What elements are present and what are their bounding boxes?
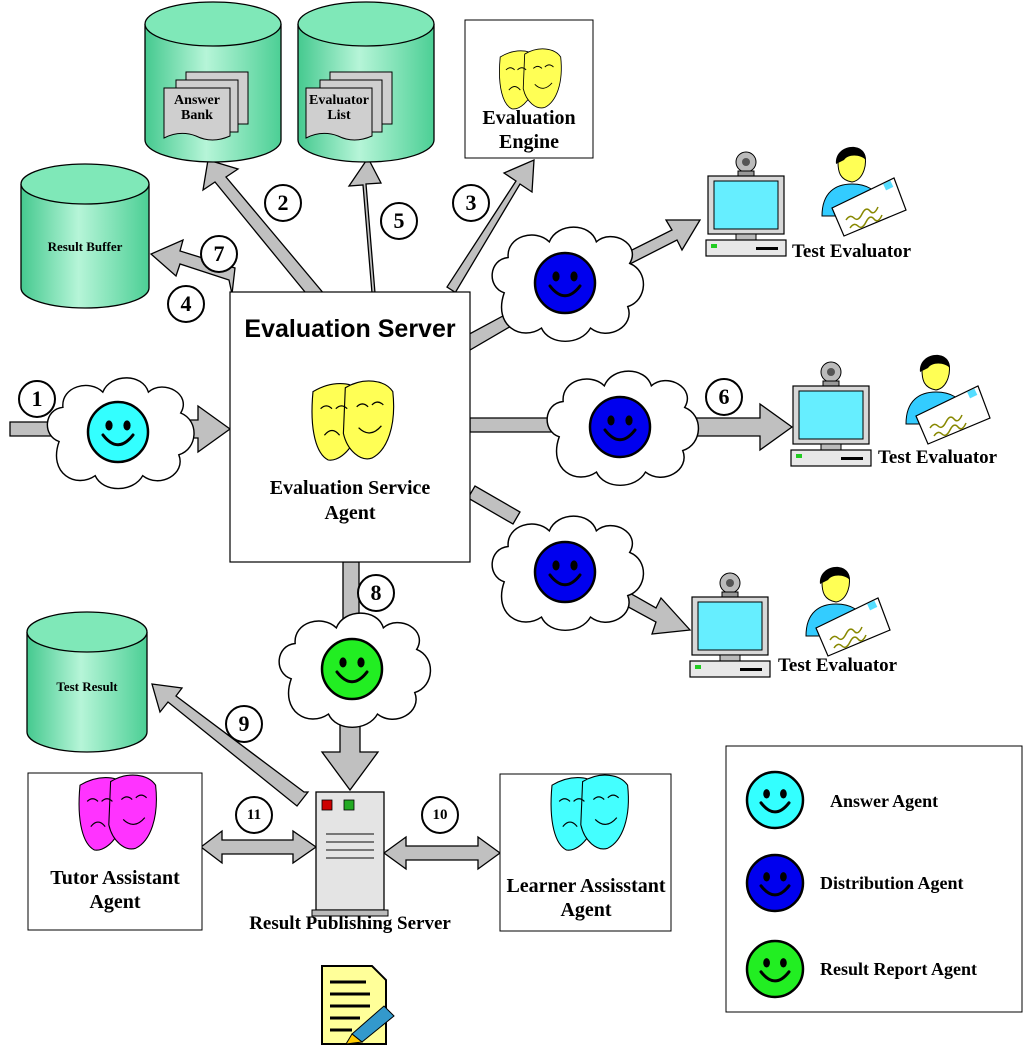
arrow-tutor-bidirectional (199, 829, 318, 865)
tutor-mask-icon (78, 774, 157, 851)
answer-bank-label: Answer Bank (174, 93, 220, 124)
answer-bank-db (144, 1, 282, 163)
evaluator-computer-3 (689, 572, 771, 678)
step-11: 11 (235, 796, 273, 834)
arrow-to-evaluator-3 (467, 485, 521, 525)
tutor-agent-label: Tutor Assistant Agent (50, 867, 180, 913)
server-agent-label: Evaluation Service Agent (269, 477, 431, 524)
step-3: 3 (452, 184, 490, 222)
legend-distribution-agent-label: Distribution Agent (820, 873, 964, 893)
legend-answer-agent-label: Answer Agent (830, 791, 939, 811)
report-document-icon (321, 965, 395, 1045)
distribution-agent-smiley-1 (533, 251, 597, 315)
step-7: 7 (200, 235, 238, 273)
test-evaluator-label-2: Test Evaluator (878, 447, 998, 468)
legend-result-report-agent-smiley (745, 939, 805, 999)
evaluator-person-1 (821, 146, 907, 237)
step-10: 10 (421, 796, 459, 834)
legend-answer-agent-smiley (745, 770, 805, 830)
legend-distribution-agent-smiley (745, 853, 805, 913)
test-result-label: Test Result (56, 679, 118, 694)
step-9: 9 (225, 705, 263, 743)
publishing-server-label: Result Publishing Server (249, 913, 451, 934)
learner-agent-label: Learner Assisstant Agent (506, 875, 666, 921)
step-6: 6 (705, 378, 743, 416)
server-title: Evaluation Server (244, 315, 456, 343)
arrow-to-evaluator-1-head (619, 219, 702, 267)
step-5: 5 (380, 202, 418, 240)
evaluator-list-label: Evaluator List (309, 93, 369, 124)
test-evaluator-label-1: Test Evaluator (792, 241, 912, 262)
evaluator-computer-2 (790, 361, 872, 467)
agent-smileys (86, 251, 805, 999)
step-2: 2 (264, 184, 302, 222)
publishing-server-icon (311, 791, 389, 917)
result-report-agent-smiley (320, 637, 384, 701)
answer-agent-smiley (86, 400, 150, 464)
test-evaluator-label-3: Test Evaluator (778, 655, 898, 676)
arrow-to-answer-bank (202, 159, 329, 304)
arrow-to-evaluation-engine (446, 158, 535, 297)
evaluator-person-3 (805, 566, 891, 657)
step-1: 1 (18, 380, 56, 418)
evaluator-person-2 (905, 354, 991, 445)
distribution-agent-smiley-3 (533, 540, 597, 604)
result-buffer-label: Result Buffer (47, 239, 123, 254)
evaluator-computer-1 (705, 151, 787, 257)
evaluation-engine-label: Evaluation Engine (482, 107, 576, 153)
test-result-db (26, 611, 148, 753)
step-8: 8 (357, 574, 395, 612)
evaluator-list-db (297, 1, 435, 163)
step-4: 4 (167, 285, 205, 323)
legend-result-report-agent-label: Result Report Agent (820, 959, 977, 979)
result-buffer-db (20, 163, 150, 309)
arrow-to-test-result (151, 683, 310, 807)
evaluation-service-mask-icon (311, 380, 395, 461)
distribution-agent-smiley-2 (588, 395, 652, 459)
learner-mask-icon (550, 774, 629, 851)
evaluation-engine-mask-icon (498, 48, 562, 110)
arrow-learner-bidirectional (382, 835, 502, 871)
